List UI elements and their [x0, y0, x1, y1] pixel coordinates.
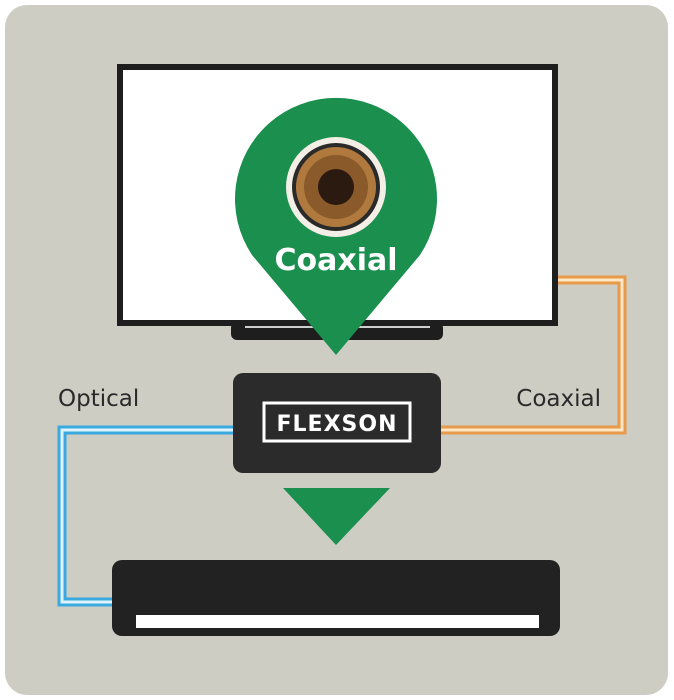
brand-logo-frame	[262, 401, 412, 443]
coaxial-cable	[440, 275, 627, 435]
soundbar	[112, 560, 560, 636]
pin-label: Coaxial	[274, 243, 397, 278]
down-arrow-icon	[283, 488, 390, 545]
coaxial-label: Coaxial	[516, 386, 601, 412]
optical-label: Optical	[58, 386, 139, 412]
coaxial-pin: Coaxial	[235, 97, 437, 355]
flexson-converter: FLEXSON	[233, 373, 441, 473]
brand-logo: FLEXSON	[277, 412, 398, 437]
